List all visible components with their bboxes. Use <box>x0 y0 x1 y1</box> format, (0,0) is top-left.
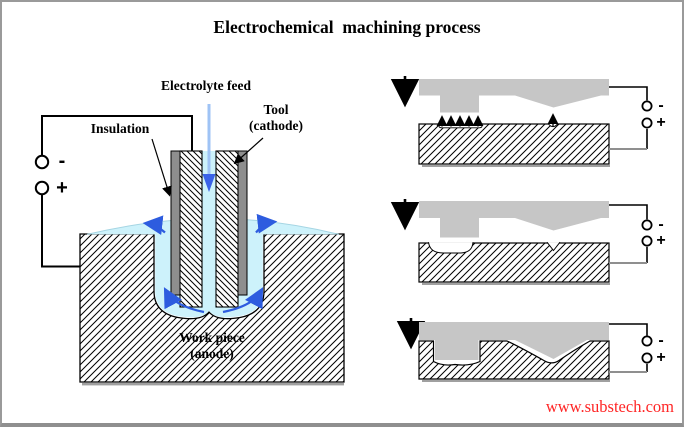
dissolution-arrows <box>436 113 559 127</box>
terminal-positive <box>34 180 50 196</box>
workpiece-shadow <box>422 282 610 285</box>
insulation-left <box>170 150 181 296</box>
workpiece <box>418 123 610 165</box>
stage3-positive-sign: + <box>656 349 666 366</box>
workpiece-shadow <box>422 164 610 167</box>
terminal-positive <box>641 235 653 247</box>
machined-notch <box>546 241 561 252</box>
workpiece-label-line2: (anode) <box>190 345 234 361</box>
workpiece-anode-label: Work piece (anode) <box>150 330 274 362</box>
workpiece-label-line1: Work piece <box>179 330 245 345</box>
electrolyte-flow-arrows <box>142 213 278 314</box>
tool-profile <box>419 79 609 113</box>
insulation-right <box>237 150 248 296</box>
ecm-process-schematic <box>34 104 345 386</box>
stage3-negative-sign: - <box>658 332 664 349</box>
page-title: Electrochemical machining process <box>213 17 481 37</box>
stage-2-partial <box>390 199 653 285</box>
tool-label-line1: Tool <box>263 102 289 117</box>
stage1-positive-sign: + <box>656 114 666 131</box>
tool-profile <box>419 201 609 238</box>
stage2-negative-sign: - <box>658 216 664 233</box>
tool-label-line2: (cathode) <box>249 117 303 133</box>
electrolyte-channel <box>202 151 216 305</box>
tool-wall-right <box>215 150 239 308</box>
wire-cathode <box>609 323 648 336</box>
stage-1-initial <box>390 76 653 167</box>
insulation-leader-arrow <box>151 138 172 197</box>
workpiece-shadow <box>422 379 610 382</box>
wire-cathode <box>609 86 648 101</box>
terminal-positive <box>641 352 653 364</box>
machined-depression <box>428 242 474 254</box>
wire-cathode <box>609 204 648 220</box>
workpiece-shadow <box>82 382 344 386</box>
insulation-label: Insulation <box>90 121 150 136</box>
feed-arrow-head <box>202 174 216 192</box>
workpiece <box>418 340 610 380</box>
left-positive-sign: + <box>56 177 68 199</box>
terminal-negative <box>641 100 653 112</box>
tool-wall-left <box>179 150 203 308</box>
tool-leader-arrow <box>233 137 264 165</box>
wire-cathode <box>41 115 193 156</box>
terminal-negative <box>34 154 50 170</box>
left-negative-sign: - <box>58 150 66 172</box>
stage-3-final <box>396 318 653 382</box>
tool-profile <box>419 322 609 360</box>
stage1-negative-sign: - <box>658 97 664 114</box>
terminal-positive <box>641 117 653 129</box>
watermark: www.substech.com <box>545 397 674 416</box>
wire-anode <box>41 194 80 268</box>
electrolyte-feed-label: Electrolyte feed <box>160 78 252 93</box>
stage2-positive-sign: + <box>656 232 666 249</box>
tool-cathode-label: Tool (cathode) <box>233 102 319 134</box>
terminal-negative <box>641 335 653 347</box>
terminal-negative <box>641 219 653 231</box>
